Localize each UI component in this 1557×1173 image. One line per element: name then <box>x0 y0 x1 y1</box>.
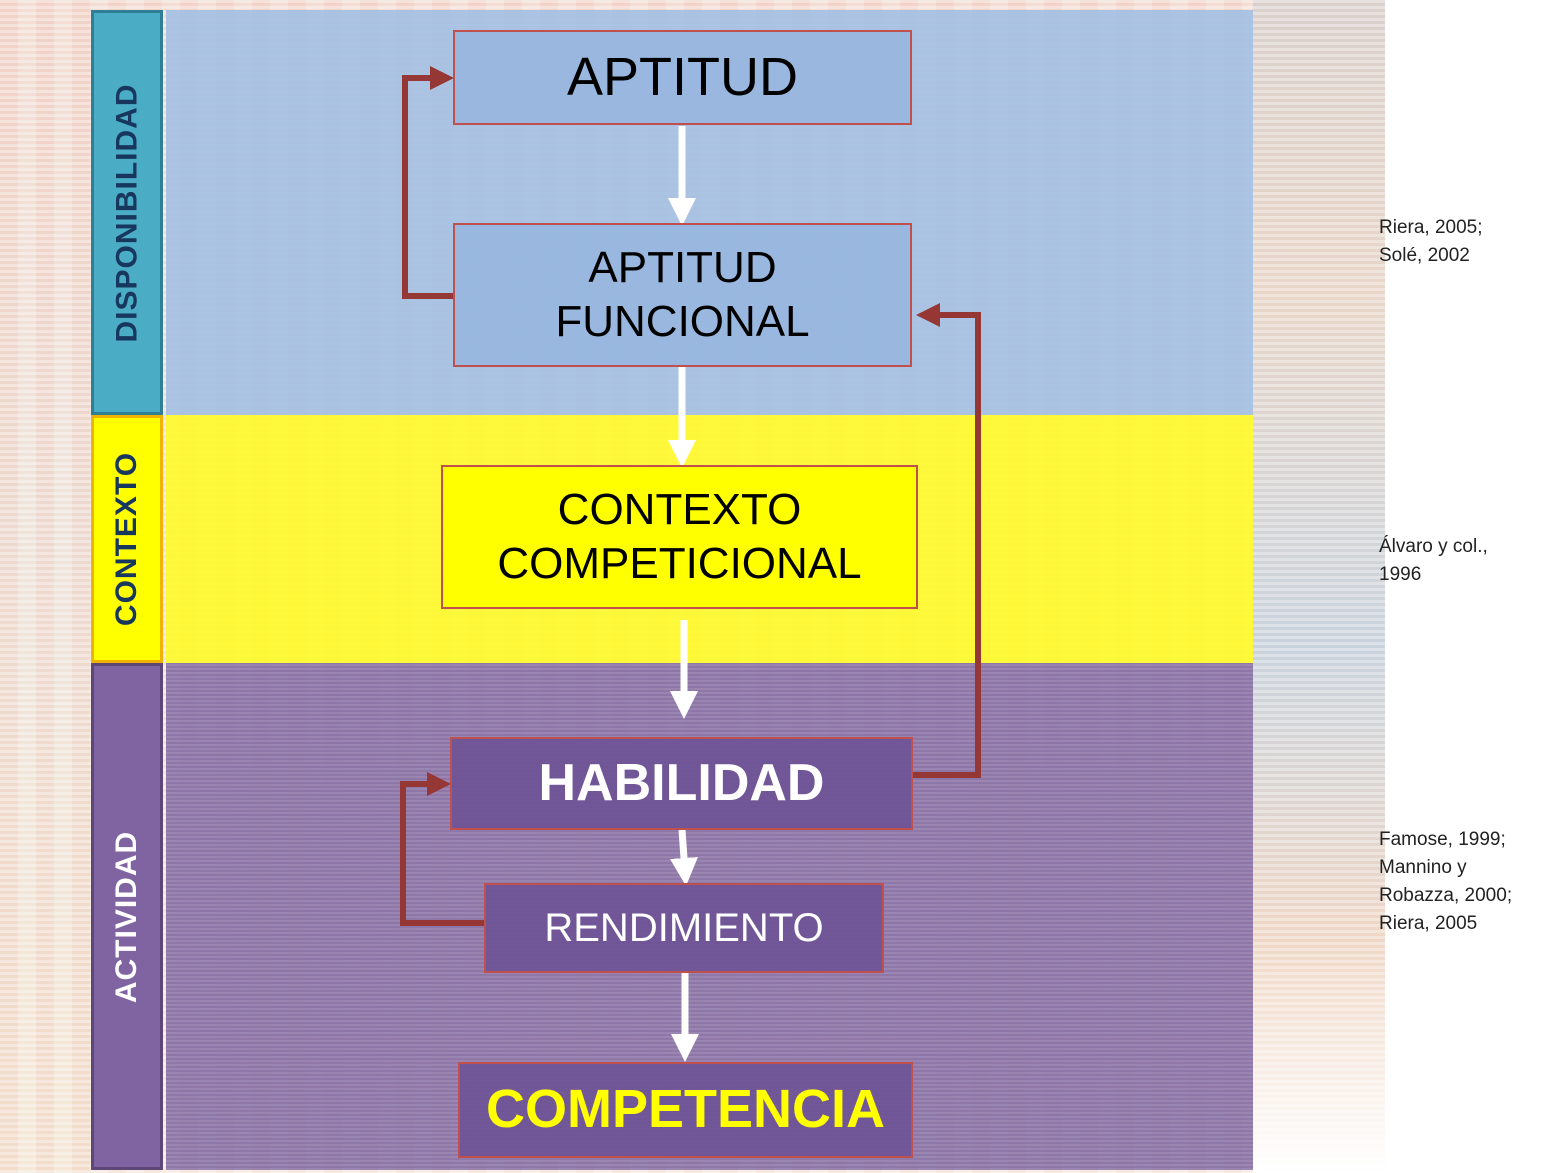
reference-line: 1996 <box>1379 564 1422 585</box>
box-aptitud-text: APTITUD <box>566 46 798 107</box>
box-aptitud-funcional: APTITUD FUNCIONAL <box>453 223 912 367</box>
reference-contexto: Álvaro y col., 1996 <box>1379 533 1488 589</box>
box-contexto-competicional: CONTEXTO COMPETICIONAL <box>441 465 918 609</box>
box-competencia-text: COMPETENCIA <box>485 1079 885 1140</box>
reference-line: Solé, 2002 <box>1379 245 1470 266</box>
reference-line: Famose, 1999; <box>1379 829 1506 850</box>
feedback-arrow-funcional-aptitud <box>402 66 455 299</box>
background-photo-right <box>1253 0 1385 1173</box>
box-aptitud: APTITUD <box>453 30 912 125</box>
feedback-arrow-habilidad-funcional <box>912 303 981 778</box>
box-rendimiento-text: RENDIMIENTO <box>544 905 824 950</box>
reference-line: Mannino y <box>1379 857 1467 878</box>
box-competencia: COMPETENCIA <box>458 1062 913 1158</box>
label-actividad: ACTIVIDAD <box>91 663 163 1170</box>
reference-line: Robazza, 2000; <box>1379 885 1513 906</box>
box-contexto-line2: COMPETICIONAL <box>497 539 862 588</box>
reference-disponibilidad: Riera, 2005; Solé, 2002 <box>1379 214 1483 270</box>
box-rendimiento: RENDIMIENTO <box>484 883 884 973</box>
reference-line: Riera, 2005; <box>1379 217 1483 238</box>
box-habilidad: HABILIDAD <box>450 737 913 830</box>
reference-actividad: Famose, 1999; Mannino y Robazza, 2000; R… <box>1379 826 1512 938</box>
label-disponibilidad: DISPONIBILIDAD <box>91 10 163 415</box>
reference-line: Álvaro y col., <box>1379 536 1488 557</box>
box-contexto-line1: CONTEXTO <box>557 485 802 535</box>
box-aptitud-funcional-line2: FUNCIONAL <box>555 297 810 346</box>
label-contexto: CONTEXTO <box>91 415 163 663</box>
box-aptitud-funcional-line1: APTITUD <box>588 243 777 293</box>
box-habilidad-text: HABILIDAD <box>538 753 825 812</box>
feedback-arrow-rendimiento-habilidad <box>400 772 485 926</box>
flow-arrow-habilidad-rendimiento <box>670 829 698 886</box>
reference-line: Riera, 2005 <box>1379 913 1478 934</box>
